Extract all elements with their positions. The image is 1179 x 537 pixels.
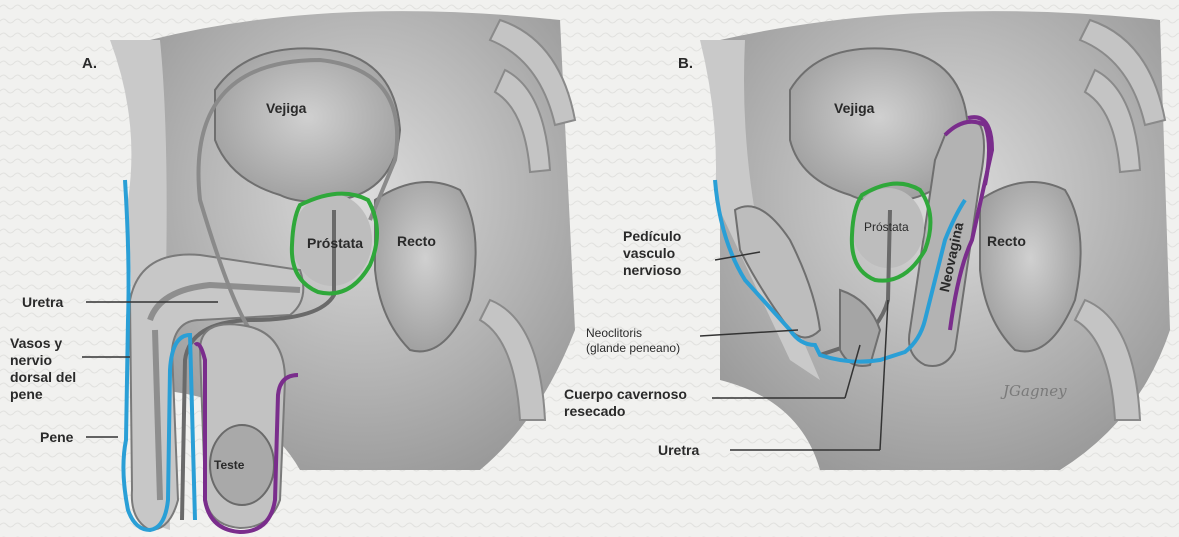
uretra-label-a: Uretra [22,294,63,311]
teste-label-a: Teste [214,458,244,473]
prostata-label-a: Próstata [307,235,363,252]
panel-b-illustration [700,11,1170,470]
recto-label-b: Recto [987,233,1026,250]
cuerpo-label-b: Cuerpo cavernoso resecado [564,386,687,420]
artist-signature: JGagney [1003,382,1067,400]
prostata-label-b: Próstata [864,220,909,235]
panel-b-label: B. [678,55,693,72]
vasos-label-a: Vasos y nervio dorsal del pene [10,335,76,403]
vejiga-label-b: Vejiga [834,100,874,117]
vejiga-label-a: Vejiga [266,100,306,117]
neoclitoris-label-b: Neoclitoris (glande peneano) [586,326,680,356]
recto-label-a: Recto [397,233,436,250]
uretra-label-b: Uretra [658,442,699,459]
pene-label-a: Pene [40,429,73,446]
pediculo-label-b: Pedículo vasculo nervioso [623,228,681,279]
panel-a-label: A. [82,55,97,72]
